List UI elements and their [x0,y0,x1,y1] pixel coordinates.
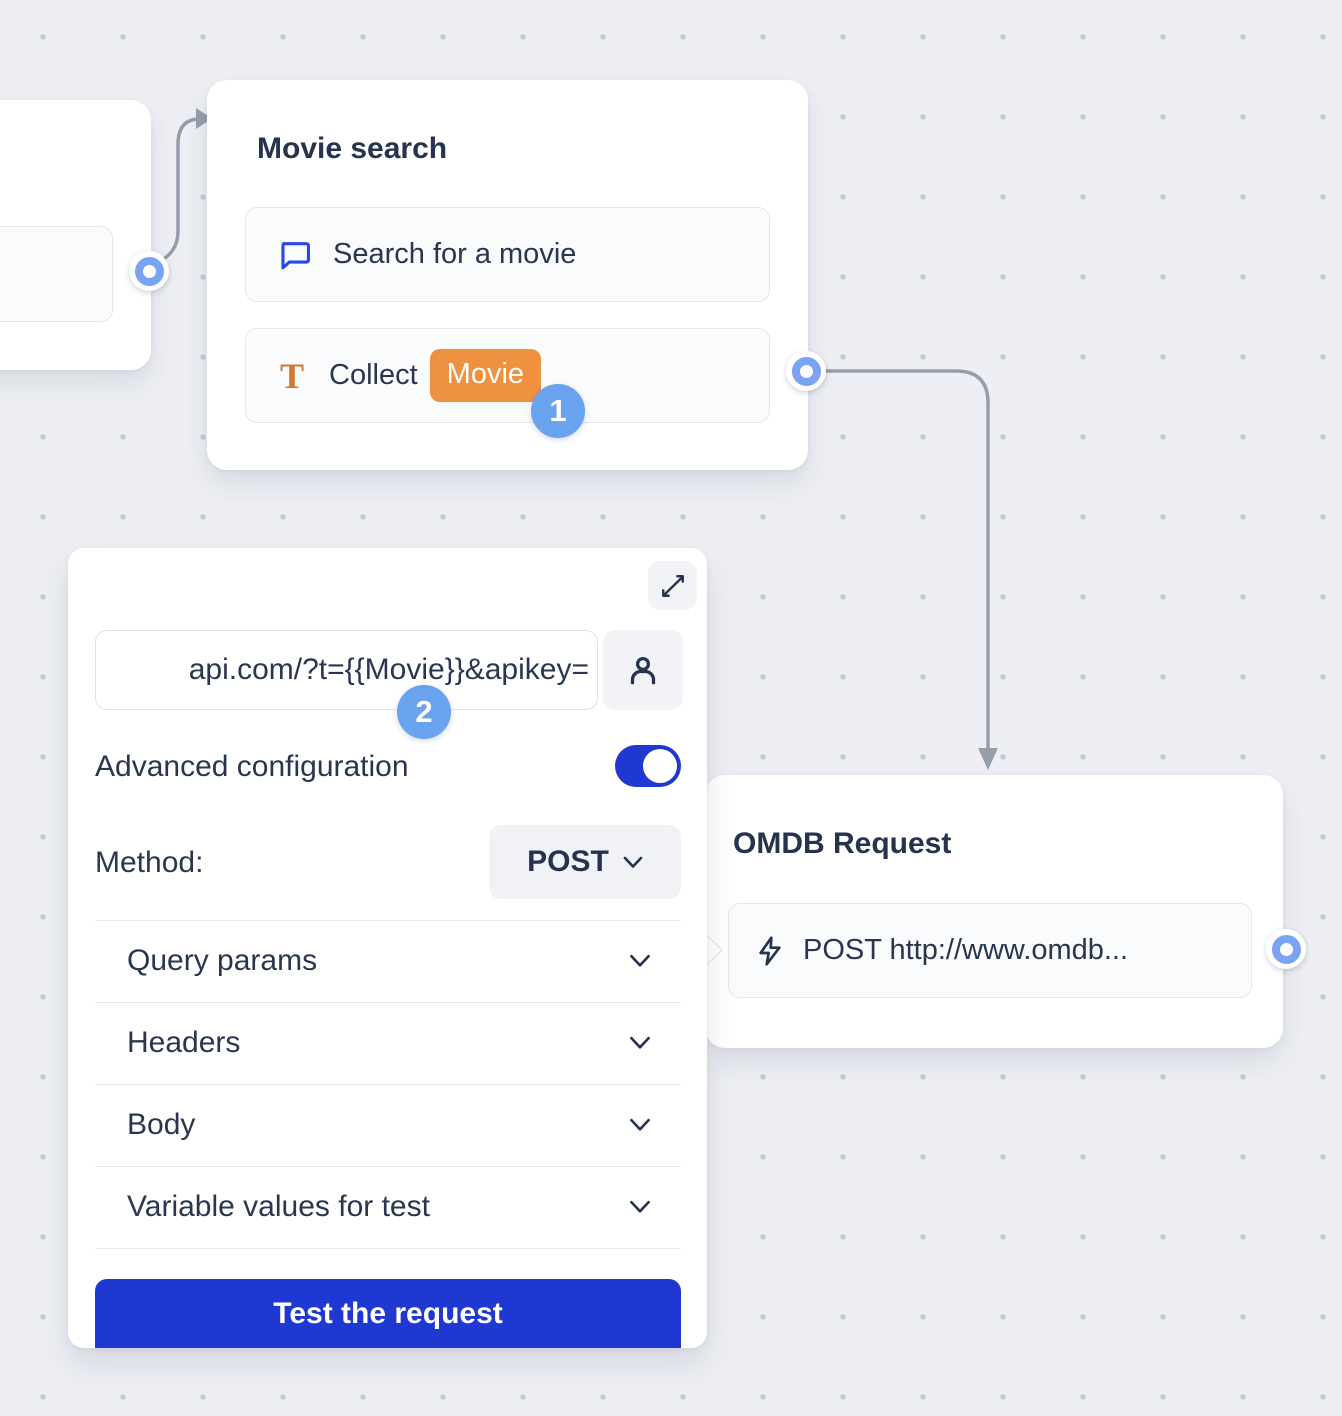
variables-button[interactable] [603,630,683,710]
url-input-value: api.com/?t={{Movie}}&apikey= [188,653,589,686]
method-select[interactable]: POST [489,825,681,899]
expand-icon [661,574,684,597]
partial-node-card[interactable] [0,100,151,370]
step-row-message[interactable]: Search for a movie [245,207,770,302]
step-label: Collect [329,359,418,391]
section-variable-values[interactable]: Variable values for test [95,1167,681,1247]
port-ring-icon [1271,934,1301,964]
step-row-webhook[interactable]: POST http://www.omdb... [728,903,1252,998]
omdb-request-node-card[interactable]: OMDB Request POST http://www.omdb... [705,775,1283,1048]
section-label: Query params [127,944,318,977]
divider [95,1002,681,1003]
section-headers[interactable]: Headers [95,1003,681,1083]
advanced-config-toggle[interactable] [615,745,681,787]
divider [95,1166,681,1167]
connection-port-output-movie[interactable] [786,351,826,391]
node-title: OMDB Request [733,827,952,860]
connector-movie-to-omdb [806,369,990,752]
text-input-icon: T [280,355,305,396]
annotation-badge-1: 1 [531,384,585,438]
connector-arrowhead-down [978,748,998,770]
section-body[interactable]: Body [95,1085,681,1165]
chevron-down-icon [630,1200,650,1213]
variable-chip[interactable]: Movie [429,349,542,402]
annotation-badge-2: 2 [397,685,451,739]
advanced-config-label: Advanced configuration [95,750,409,783]
section-label: Body [127,1108,196,1141]
connection-port-output-partial[interactable] [129,251,169,291]
connection-port-output-omdb[interactable] [1266,929,1306,969]
toggle-knob-icon [643,749,677,783]
expand-button[interactable] [648,561,697,610]
divider [95,1084,681,1085]
chat-bubble-icon [281,241,311,269]
zap-icon [759,935,781,966]
port-ring-icon [791,356,821,386]
port-ring-icon [134,256,164,286]
step-row-collect[interactable]: T Collect Movie [245,328,770,423]
user-icon [630,656,656,685]
divider [95,1248,681,1249]
test-request-button[interactable]: Test the request [95,1279,681,1348]
section-label: Variable values for test [127,1190,430,1223]
step-label: Search for a movie [333,238,577,270]
chevron-down-icon [630,1036,650,1049]
chevron-down-icon [623,856,643,868]
divider [95,920,681,921]
step-label: POST http://www.omdb... [803,934,1129,966]
section-query-params[interactable]: Query params [95,921,681,1001]
partial-step-row[interactable] [0,226,113,322]
movie-search-node-card[interactable]: Movie search Search for a movie T Collec… [207,80,808,470]
chevron-down-icon [630,1118,650,1131]
webhook-config-panel: api.com/?t={{Movie}}&apikey= Advanced co… [68,548,707,1348]
url-input[interactable]: api.com/?t={{Movie}}&apikey= [95,630,598,710]
method-selected-value: POST [527,845,609,878]
method-label: Method: [95,846,204,879]
section-label: Headers [127,1026,241,1059]
connector-into-movie-node [148,117,202,268]
chevron-down-icon [630,954,650,967]
node-title: Movie search [257,132,448,165]
